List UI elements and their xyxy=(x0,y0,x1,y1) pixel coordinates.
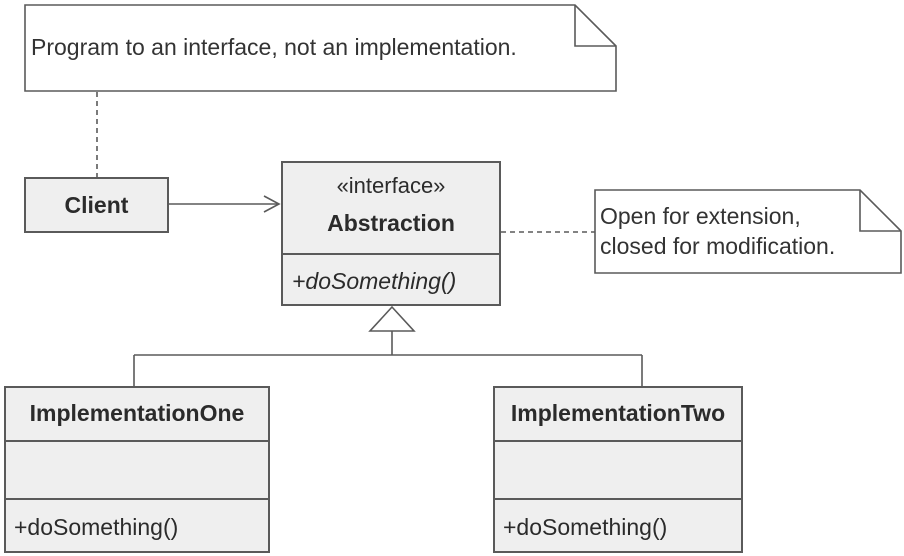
class-header: «interface» Abstraction xyxy=(283,163,499,255)
class-name: ImplementationTwo xyxy=(510,400,726,426)
class-name: Client xyxy=(64,191,129,218)
operation-label: +doSomething() xyxy=(292,268,457,294)
class-abstraction: «interface» Abstraction +doSomething() xyxy=(281,161,501,306)
attributes-compartment xyxy=(495,442,741,500)
operation-label: +doSomething() xyxy=(503,514,668,540)
class-implementation-two: ImplementationTwo +doSomething() xyxy=(493,386,743,553)
note-shape xyxy=(24,4,617,92)
realization-triangle xyxy=(368,305,416,332)
association-arrowhead xyxy=(263,195,281,213)
note-shape xyxy=(594,189,902,274)
note-text: Program to an interface, not an implemen… xyxy=(31,34,517,60)
note-text-line2: closed for modification. xyxy=(600,233,836,259)
note-text-line1: Open for extension, xyxy=(600,203,801,229)
note-open-closed: Open for extension, closed for modificat… xyxy=(594,189,904,275)
class-header: ImplementationTwo xyxy=(495,388,741,442)
class-header: ImplementationOne xyxy=(6,388,268,442)
attributes-compartment xyxy=(6,442,268,500)
class-name: ImplementationOne xyxy=(29,400,245,426)
class-name: Abstraction xyxy=(327,210,455,236)
note-program-to-interface: Program to an interface, not an implemen… xyxy=(24,4,617,92)
class-implementation-one: ImplementationOne +doSomething() xyxy=(4,386,270,553)
class-client: Client xyxy=(24,177,169,233)
stereotype-label: «interface» xyxy=(336,173,446,198)
operation-label: +doSomething() xyxy=(14,514,179,540)
